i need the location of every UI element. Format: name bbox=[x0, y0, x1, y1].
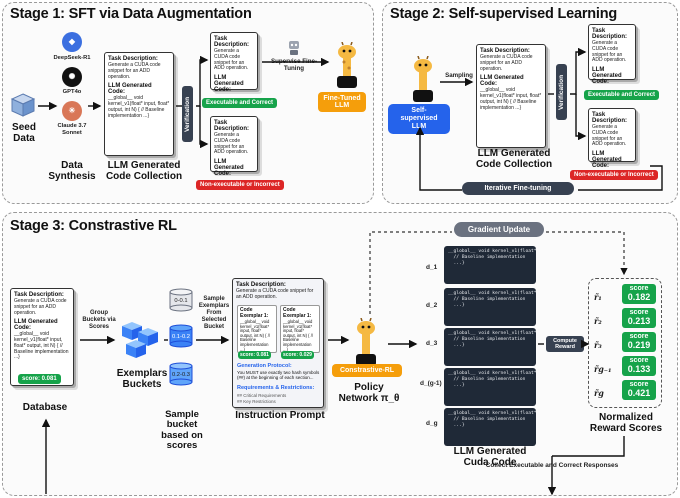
stage1-good-card: Task Description: Generate a CUDA code s… bbox=[210, 32, 258, 93]
stage2-bad-badge: Non-executable or Incorrect bbox=[570, 170, 658, 180]
reward-label-3: r̃₃ bbox=[594, 340, 602, 350]
exemplar-2-score: score: 0.029 bbox=[281, 351, 314, 359]
exemplars-buckets-label: Exemplars Buckets bbox=[116, 368, 168, 390]
claude-label: Claude 3.7 Sonnet bbox=[57, 123, 87, 136]
d-label-3: d_3 bbox=[426, 340, 438, 347]
d-label-4: d_(g-1) bbox=[420, 380, 442, 387]
reward-label-1: r̃₁ bbox=[594, 292, 602, 302]
exemplars-buckets-icon bbox=[118, 318, 162, 362]
sample-exemplars-label: Sample Exemplars From Selected Bucket bbox=[198, 296, 230, 330]
reward-label-5: r̃g bbox=[594, 388, 604, 398]
openai-icon: ✺ bbox=[62, 67, 82, 87]
stage1-code-card: Task Description: Generate a CUDA code s… bbox=[104, 52, 174, 156]
data-synthesis-label: Data Synthesis bbox=[48, 160, 96, 182]
gpt4o-label: GPT4o bbox=[62, 89, 82, 95]
reward-label-2: r̃₂ bbox=[594, 316, 602, 326]
sampling-label: Sampling bbox=[445, 72, 473, 79]
sample-bucket-label: Sample bucket based on scores bbox=[161, 409, 203, 452]
exemplar-2-box: Code Exemplar 1: __global__ void kernel_… bbox=[280, 305, 320, 353]
req-2: ## Key Restrictions bbox=[237, 399, 276, 404]
protocol-title: Generation Protocol: bbox=[237, 363, 292, 369]
bucket-range-3: 0.2-0.3 bbox=[171, 372, 191, 378]
deepseek-label: DeepSeek-R1 bbox=[53, 55, 91, 61]
d-label-5: d_g bbox=[426, 420, 438, 427]
policy-giraffe-icon bbox=[350, 317, 382, 366]
stage2-bad-card: Task Description: Generate a CUDA code s… bbox=[588, 108, 636, 169]
code-block-1: __global__ void kernel_v1(float* input, … bbox=[444, 246, 536, 284]
database-card: Task Description: Generate a CUDA code s… bbox=[10, 288, 74, 386]
stage1-good-badge: Executable and Correct bbox=[202, 98, 278, 108]
d-label-1: d_1 bbox=[426, 264, 438, 271]
constrastive-rl-badge: Constrastive-RL bbox=[332, 364, 402, 377]
seed-data-cube-icon bbox=[10, 92, 36, 118]
stage2-title: Stage 2: Self-supervised Learning bbox=[390, 6, 618, 22]
reward-label-4: r̃g₋₁ bbox=[594, 364, 612, 374]
exemplar-1-score: score: 0.081 bbox=[238, 351, 271, 359]
stage2-code-card: Task Description: Generate a CUDA code s… bbox=[476, 44, 546, 148]
group-buckets-label: Group Buckets via Scores bbox=[82, 310, 116, 330]
compute-reward-pill: Compute Reward bbox=[546, 336, 584, 352]
code-block-2: __global__ void kernel_v1(float* input, … bbox=[444, 288, 536, 326]
policy-network-label: Policy Network π_θ bbox=[338, 382, 400, 404]
bucket-cylinder-1-icon bbox=[168, 288, 194, 312]
protocol-text: You MUST use exactly two hash symbols (#… bbox=[237, 370, 320, 380]
instruction-prompt-card: Task Description: Generate a CUDA code s… bbox=[232, 278, 324, 408]
finetuned-llm-badge: Fine-Tuned LLM bbox=[318, 92, 366, 112]
code-block-4: __global__ void kernel_v1(float* input, … bbox=[444, 368, 536, 406]
stage2-good-card: Task Description: Generate a CUDA code s… bbox=[588, 24, 636, 85]
bucket-cylinder-3-icon bbox=[168, 362, 194, 386]
seed-data-label: Seed Data bbox=[12, 122, 36, 144]
bucket-cylinder-2-icon bbox=[168, 324, 194, 348]
stage1-title: Stage 1: SFT via Data Augmentation bbox=[10, 6, 252, 22]
req-1: ## Critical Requirements bbox=[237, 393, 287, 398]
code-block-3: __global__ void kernel_v1(float* input, … bbox=[444, 328, 536, 366]
stage3-panel bbox=[2, 212, 678, 496]
stage1-bad-badge: Non-executable or Incorrect bbox=[196, 180, 284, 190]
database-score-badge: score: 0.081 bbox=[18, 374, 61, 384]
bucket-range-2: 0.1-0.2 bbox=[171, 334, 191, 340]
stage2-collection-label: LLM Generated Code Collection bbox=[475, 148, 553, 170]
iterative-finetuning-pill: Iterative Fine-tuning bbox=[462, 182, 574, 195]
stage3-title: Stage 3: Constrastive RL bbox=[10, 218, 177, 234]
database-label: Database bbox=[22, 402, 68, 413]
gradient-update-pill: Gradient Update bbox=[454, 222, 544, 237]
d-label-2: d_2 bbox=[426, 302, 438, 309]
deepseek-icon: ◆ bbox=[62, 32, 82, 52]
req-title: Requirements & Restrictions: bbox=[237, 385, 315, 391]
code-block-5: __global__ void kernel_v1(float* input, … bbox=[444, 408, 536, 446]
normalized-scores-label: Normalized Reward Scores bbox=[589, 412, 663, 434]
stage2-good-badge: Executable and Correct bbox=[584, 90, 660, 100]
stage2-giraffe-icon bbox=[408, 55, 438, 102]
stage1-collection-label: LLM Generated Code Collection bbox=[105, 160, 183, 182]
claude-icon: ✳ bbox=[62, 101, 82, 121]
instruction-prompt-label: Instruction Prompt bbox=[235, 410, 325, 421]
giraffe-icon bbox=[332, 41, 362, 88]
robot-icon bbox=[286, 38, 302, 56]
bucket-range-1: 0-0.1 bbox=[174, 298, 188, 304]
stage1-bad-card: Task Description: Generate a CUDA code s… bbox=[210, 116, 258, 177]
cuda-code-label: LLM Generated Cuda Code bbox=[453, 446, 527, 468]
